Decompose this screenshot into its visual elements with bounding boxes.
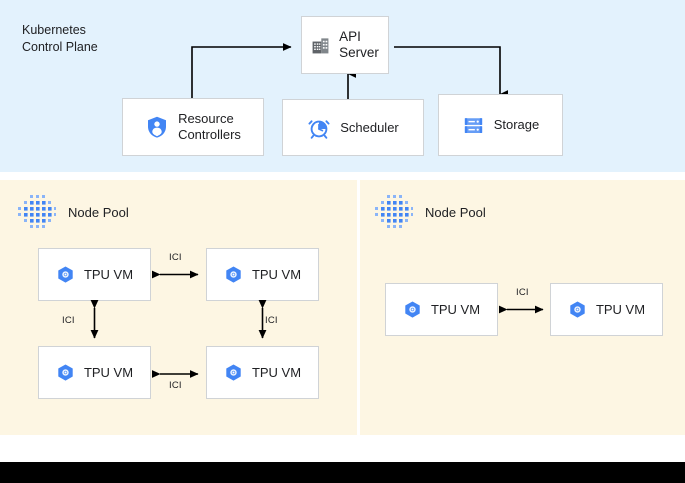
scheduler-label: Scheduler <box>340 119 399 135</box>
alarm-clock-icon <box>307 116 331 140</box>
storage-server-icon <box>462 114 485 137</box>
ici-label: ICI <box>62 315 75 326</box>
node-pool-dots-icon <box>375 194 413 230</box>
control-plane-title: Kubernetes Control Plane <box>22 23 98 54</box>
tpu-chip-icon <box>403 300 422 319</box>
tpu-chip-icon <box>56 363 75 382</box>
resource-controllers-box[interactable]: Resource Controllers <box>122 98 264 156</box>
storage-box[interactable]: Storage <box>438 94 563 156</box>
tpu-vm-label: TPU VM <box>595 301 646 317</box>
tpu-vm-box[interactable]: TPU VM <box>206 346 319 399</box>
tpu-vm-label: TPU VM <box>83 266 134 282</box>
tpu-chip-icon <box>56 265 75 284</box>
tpu-chip-icon <box>224 363 243 382</box>
node-pool-2-header: Node Pool <box>375 194 486 230</box>
tpu-vm-label: TPU VM <box>251 266 302 282</box>
api-server-label: API Server <box>339 29 379 60</box>
ici-label: ICI <box>169 380 182 391</box>
tpu-chip-icon <box>224 265 243 284</box>
node-pool-1-header: Node Pool <box>18 194 129 230</box>
tpu-vm-label: TPU VM <box>430 301 481 317</box>
building-icon <box>311 36 330 55</box>
ici-label: ICI <box>516 287 529 298</box>
tpu-vm-box[interactable]: TPU VM <box>206 248 319 301</box>
tpu-vm-label: TPU VM <box>83 364 134 380</box>
node-pool-2-label: Node Pool <box>425 204 486 220</box>
ici-label: ICI <box>265 315 278 326</box>
scheduler-box[interactable]: Scheduler <box>282 99 424 156</box>
tpu-vm-label: TPU VM <box>251 364 302 380</box>
node-pool-dots-icon <box>18 194 56 230</box>
ici-label: ICI <box>169 252 182 263</box>
storage-label: Storage <box>493 117 540 132</box>
node-pool-1-label: Node Pool <box>68 204 129 220</box>
resource-controllers-label: Resource Controllers <box>178 111 241 142</box>
tpu-vm-box[interactable]: TPU VM <box>550 283 663 336</box>
tpu-vm-box[interactable]: TPU VM <box>385 283 498 336</box>
api-server-box[interactable]: API Server <box>301 16 389 74</box>
shield-user-icon <box>145 115 169 139</box>
tpu-chip-icon <box>568 300 587 319</box>
tpu-vm-box[interactable]: TPU VM <box>38 346 151 399</box>
node-pool-panel-1: Node Pool TPU VM <box>0 180 357 435</box>
bottom-bar <box>0 462 685 483</box>
node-pool-panel-2: Node Pool TPU VM <box>360 180 685 435</box>
tpu-vm-box[interactable]: TPU VM <box>38 248 151 301</box>
